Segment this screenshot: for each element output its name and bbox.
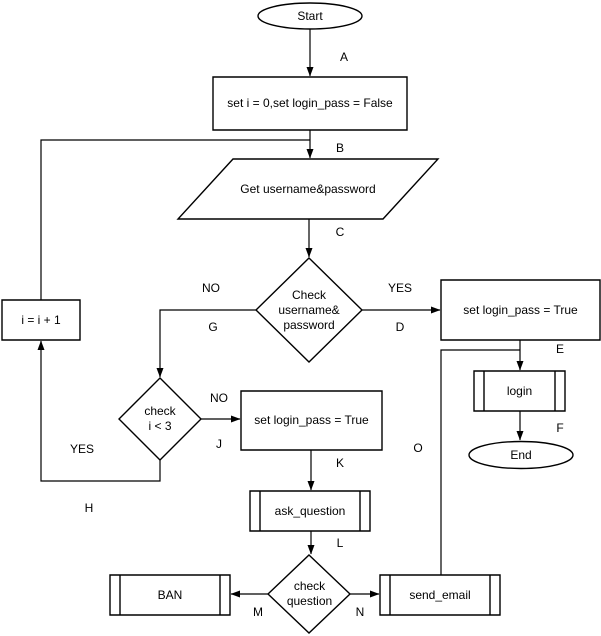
set-pass-true-mid-process-shape (241, 391, 382, 450)
end-terminator-shape (469, 442, 573, 469)
init-process-shape (213, 77, 407, 130)
ban-predefined-shape (110, 575, 230, 615)
start-terminator-shape (258, 3, 362, 29)
set-pass-true-right-process-shape (441, 280, 600, 340)
edge-check-no (156, 310, 256, 378)
check-credentials-decision-shape (256, 258, 362, 362)
edge-sendemail-to-login (441, 350, 520, 575)
edge-increment-return (41, 140, 310, 300)
check-question-decision-shape (268, 555, 350, 633)
login-predefined-shape (474, 371, 565, 411)
send-email-predefined-shape (380, 575, 500, 615)
check-attempts-decision-shape (119, 378, 201, 460)
increment-process-shape (2, 300, 80, 340)
edge-checki-yes (37, 340, 160, 481)
get-credentials-io-shape (178, 159, 438, 219)
ask-question-predefined-shape (250, 491, 370, 531)
